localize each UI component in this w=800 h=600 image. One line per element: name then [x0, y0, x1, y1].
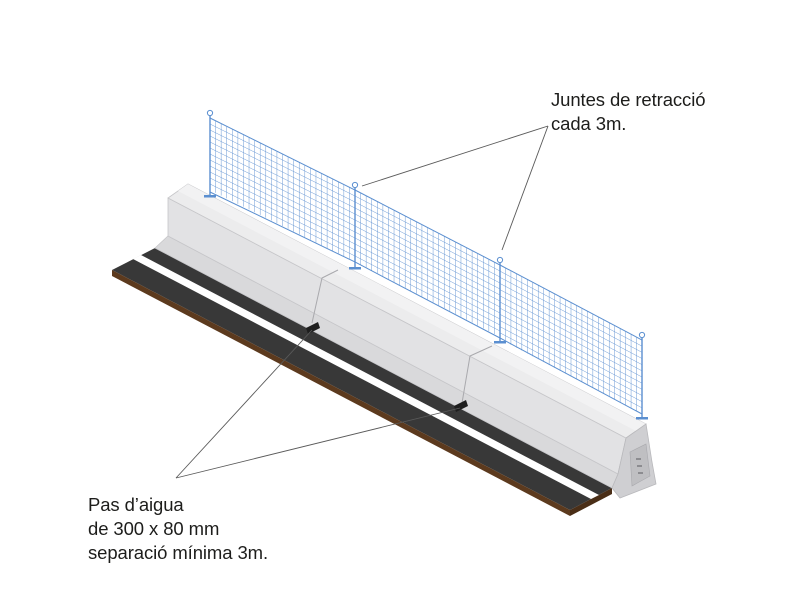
leader-drain-2 [175, 407, 461, 479]
asphalt-end [570, 488, 612, 516]
water-passage-1 [306, 322, 320, 334]
asphalt-side [112, 270, 570, 516]
road [112, 248, 612, 516]
fence-panel-2 [354, 189, 501, 339]
shrinkage-joints-annotation: Juntes de retracció cada 3m. [551, 88, 706, 136]
leader-lines [175, 125, 549, 479]
post-caps [206, 109, 646, 339]
leader-joint-2 [501, 125, 549, 251]
water-passage-annotation: Pas d’aigua de 300 x 80 mm separació mín… [88, 493, 268, 565]
post-feet [204, 195, 648, 420]
barrier-lower-face [154, 235, 619, 489]
shrinkage-joints-line-1: Juntes de retracció [551, 89, 706, 110]
end-plate-bolts [636, 458, 643, 474]
leader-joint-1 [361, 125, 549, 187]
concrete-barrier [154, 183, 657, 499]
leader-drain-1 [175, 329, 313, 479]
shrinkage-joints-line-2: cada 3m. [551, 113, 627, 134]
barrier-top-shade [178, 184, 646, 431]
water-passage-line-2: de 300 x 80 mm [88, 518, 220, 539]
joint-1 [311, 269, 339, 324]
fence-posts [209, 114, 643, 418]
water-passage-line-3: separació mínima 3m. [88, 542, 268, 563]
shrinkage-joints [311, 269, 493, 404]
wire-fence [204, 109, 648, 420]
water-passage-line-1: Pas d’aigua [88, 494, 184, 515]
joint-2 [461, 345, 493, 404]
road-marking [133, 255, 599, 499]
